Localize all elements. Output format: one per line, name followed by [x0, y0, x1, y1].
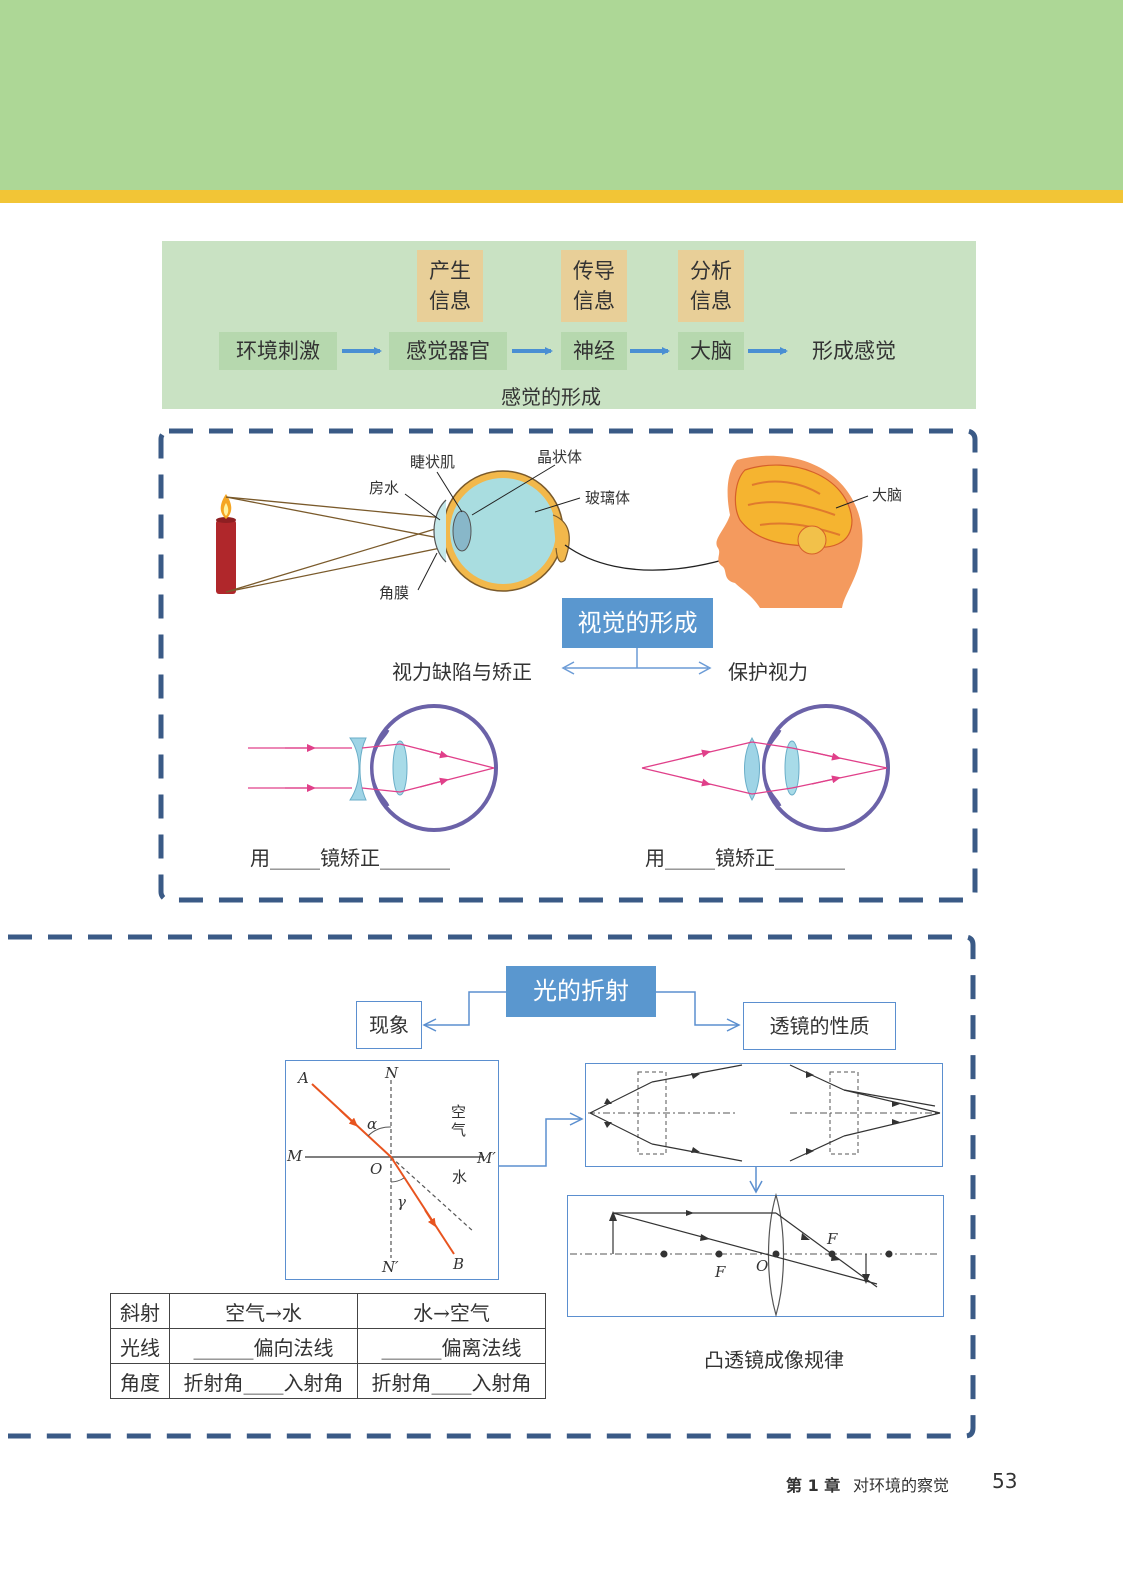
diagram-label-M: M	[287, 1147, 303, 1165]
refraction-diagram	[305, 1080, 484, 1258]
table-row: 角度 折射角____入射角 折射角____入射角	[110, 1363, 546, 1399]
lens-imaging-caption: 凸透镜成像规律	[704, 1348, 844, 1372]
flow-caption: 感觉的形成	[501, 385, 601, 409]
flow-tag-text: 产生 信息	[429, 259, 471, 313]
lens-imaging-frame	[567, 1195, 944, 1317]
flow-tag-text: 传导 信息	[573, 259, 615, 313]
myopia-fill-blank: 用_____镜矫正_______	[250, 846, 450, 870]
label-brain: 大脑	[872, 486, 903, 504]
table-row: 光线 ______偏向法线 ______偏离法线	[110, 1328, 546, 1364]
lens-property-box: 透镜的性质	[743, 1002, 896, 1050]
label-lens: 晶状体	[537, 448, 583, 466]
head-icon	[716, 455, 863, 608]
lens-property-diagram	[588, 1064, 941, 1162]
page-number: 53	[992, 1469, 1018, 1493]
lens-imaging-diagram	[570, 1192, 940, 1318]
diagram-label-water: 水	[452, 1168, 468, 1186]
lens-property-frame	[585, 1063, 943, 1167]
refraction-table: 斜射 空气→水 水→空气 光线 ______偏向法线 ______偏离法线 角度…	[110, 1293, 546, 1399]
flow-node-sense-organ: 感觉器官	[389, 332, 507, 370]
imaging-label-F-top: F	[827, 1230, 838, 1248]
vision-branch-arrows	[561, 648, 712, 675]
label-aqueous: 房水	[369, 479, 400, 497]
flow-arrows	[342, 347, 788, 355]
vision-illustration	[216, 455, 869, 608]
flow-node-brain: 大脑	[678, 332, 744, 370]
flow-node-result: 形成感觉	[812, 339, 896, 363]
refraction-dashed-frame	[8, 934, 976, 1439]
header-stripe	[0, 190, 1123, 203]
vision-right-branch: 保护视力	[728, 660, 808, 684]
label-ciliary-muscle: 睫状肌	[410, 453, 456, 471]
label-cornea: 角膜	[379, 584, 410, 602]
header-band	[0, 0, 1123, 190]
vision-left-branch: 视力缺陷与矫正	[392, 660, 532, 684]
myopia-diagram	[248, 704, 498, 832]
flow-tag-text: 分析 信息	[690, 259, 732, 313]
diagram-label-gamma: γ	[397, 1193, 406, 1211]
label-vitreous: 玻璃体	[585, 489, 631, 507]
diagram-label-air: 空 气	[451, 1103, 467, 1139]
table-cell: 角度	[110, 1363, 170, 1399]
table-cell: 水→空气	[357, 1293, 546, 1329]
table-cell: ______偏向法线	[169, 1328, 358, 1364]
footer-chapter-title: 对环境的察觉	[853, 1476, 950, 1495]
diagram-label-alpha: α	[367, 1115, 378, 1133]
table-cell: 斜射	[110, 1293, 170, 1329]
table-cell: 折射角____入射角	[169, 1363, 358, 1399]
flow-node-stimulus: 环境刺激	[219, 332, 337, 370]
imaging-label-F-bottom: F	[715, 1263, 726, 1281]
correction-diagrams	[248, 704, 890, 832]
table-cell: 光线	[110, 1328, 170, 1364]
diagram-label-A: A	[298, 1069, 309, 1087]
vision-title: 视觉的形成	[562, 598, 713, 648]
table-cell: 空气→水	[169, 1293, 358, 1329]
flow-tag-analyze: 分析 信息	[678, 250, 744, 322]
eyeball-icon	[433, 470, 570, 592]
diagram-label-B: B	[453, 1255, 465, 1273]
diagram-label-O: O	[370, 1160, 383, 1178]
flow-tag-generate: 产生 信息	[417, 250, 483, 322]
phenomenon-box: 现象	[356, 1001, 422, 1049]
diagram-label-M-prime: M′	[477, 1149, 496, 1167]
diagram-label-N-prime: N′	[382, 1258, 399, 1276]
refraction-title: 光的折射	[506, 966, 656, 1017]
candle-icon	[216, 494, 236, 594]
refraction-diagram-frame	[285, 1060, 499, 1280]
footer-chapter: 第 1 章	[786, 1476, 841, 1495]
table-cell: ______偏离法线	[357, 1328, 546, 1364]
table-cell: 折射角____入射角	[357, 1363, 546, 1399]
flow-node-nerve: 神经	[561, 332, 627, 370]
flow-tag-conduct: 传导 信息	[561, 250, 627, 322]
refraction-connectors	[422, 991, 763, 1194]
imaging-label-O: O	[756, 1257, 769, 1275]
hyperopia-diagram	[641, 704, 890, 832]
diagram-label-N: N	[385, 1064, 399, 1082]
hyperopia-fill-blank: 用_____镜矫正_______	[645, 846, 845, 870]
table-row: 斜射 空气→水 水→空气	[110, 1293, 546, 1329]
